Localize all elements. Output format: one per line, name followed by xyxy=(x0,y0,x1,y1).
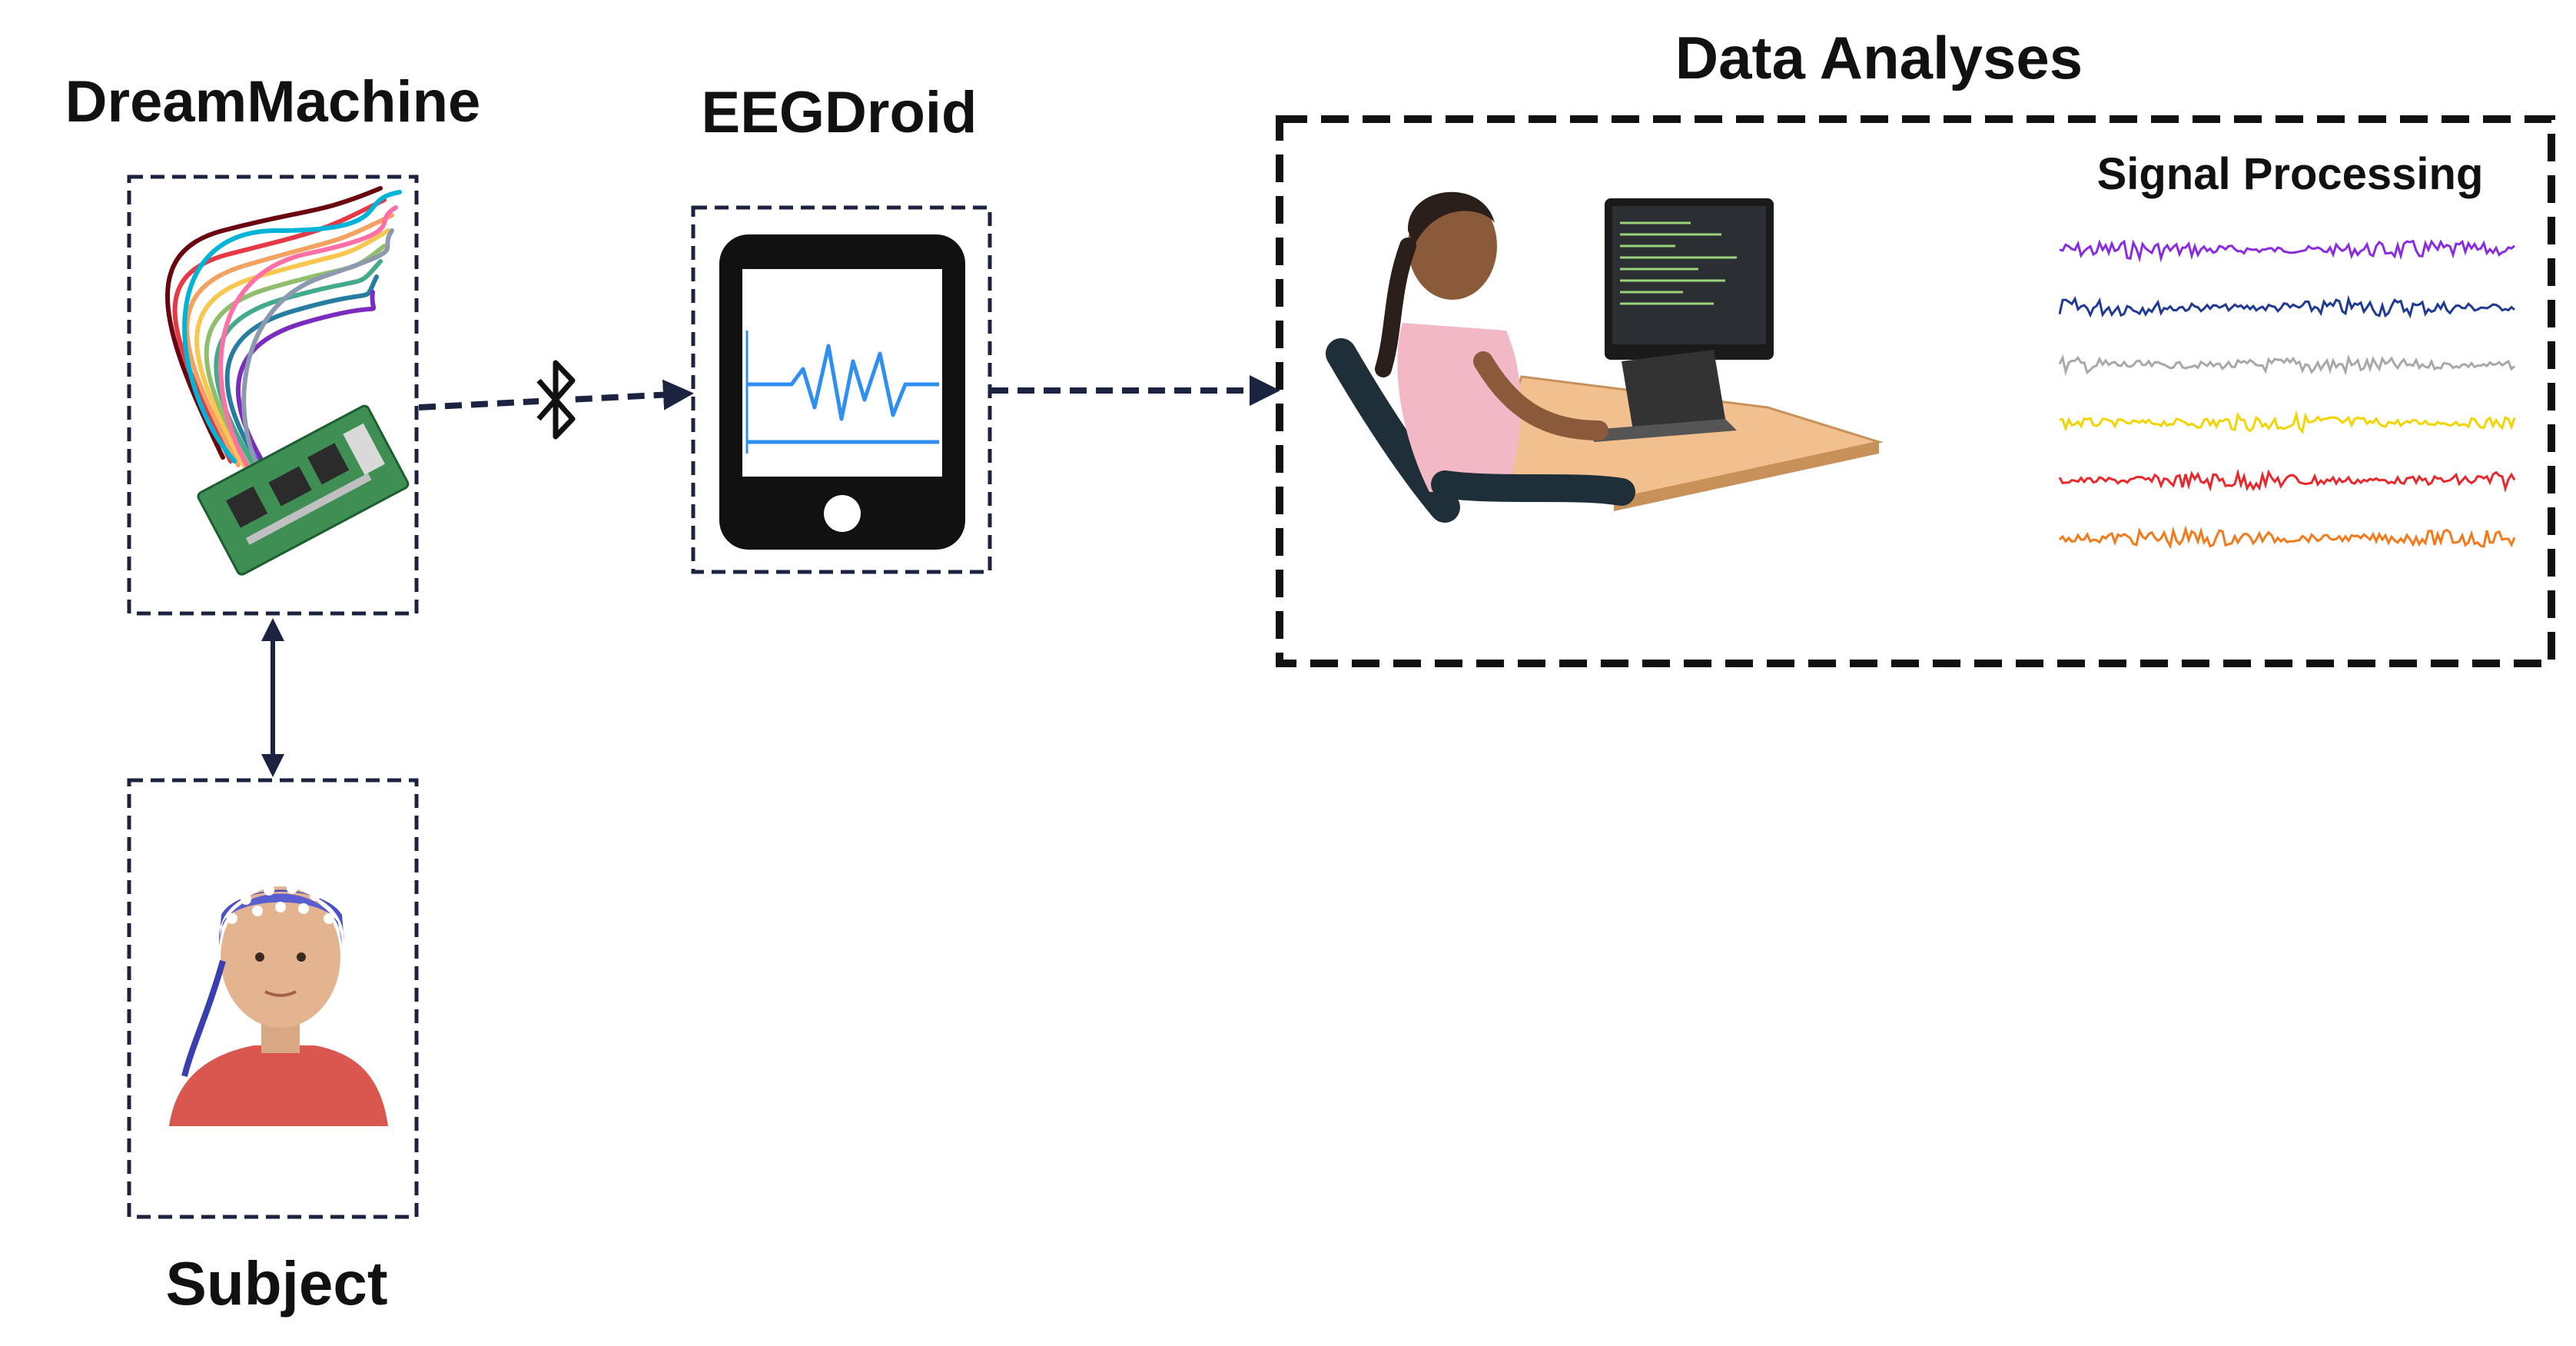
signal-trace-5 xyxy=(2058,468,2516,494)
data-analyses-box xyxy=(1276,115,2555,667)
tablet-signal-trace xyxy=(747,344,939,421)
subject-box xyxy=(127,778,419,1219)
signal-traces xyxy=(2058,239,2516,550)
dreammachine-label: DreamMachine xyxy=(65,69,481,135)
signal-trace-1 xyxy=(2059,239,2515,263)
signal-processing-label: Signal Processing xyxy=(2097,149,2484,199)
data-analyses-label: Data Analyses xyxy=(1675,24,2083,91)
person-eeg-cap-icon xyxy=(169,883,388,1126)
signal-trace-3 xyxy=(2058,354,2516,377)
eegdroid-box xyxy=(691,205,992,574)
signal-trace-6 xyxy=(2058,525,2516,550)
tablet-icon xyxy=(719,234,965,550)
dreammachine-box xyxy=(127,174,419,616)
eegdroid-label: EEGDroid xyxy=(702,80,978,145)
person-at-computer-icon xyxy=(1326,191,1884,523)
circuit-board-icon xyxy=(165,186,410,576)
signal-trace-4 xyxy=(2060,410,2516,434)
subject-label: Subject xyxy=(166,1249,388,1318)
signal-trace-2 xyxy=(2058,294,2515,319)
bluetooth-icon xyxy=(536,357,576,442)
